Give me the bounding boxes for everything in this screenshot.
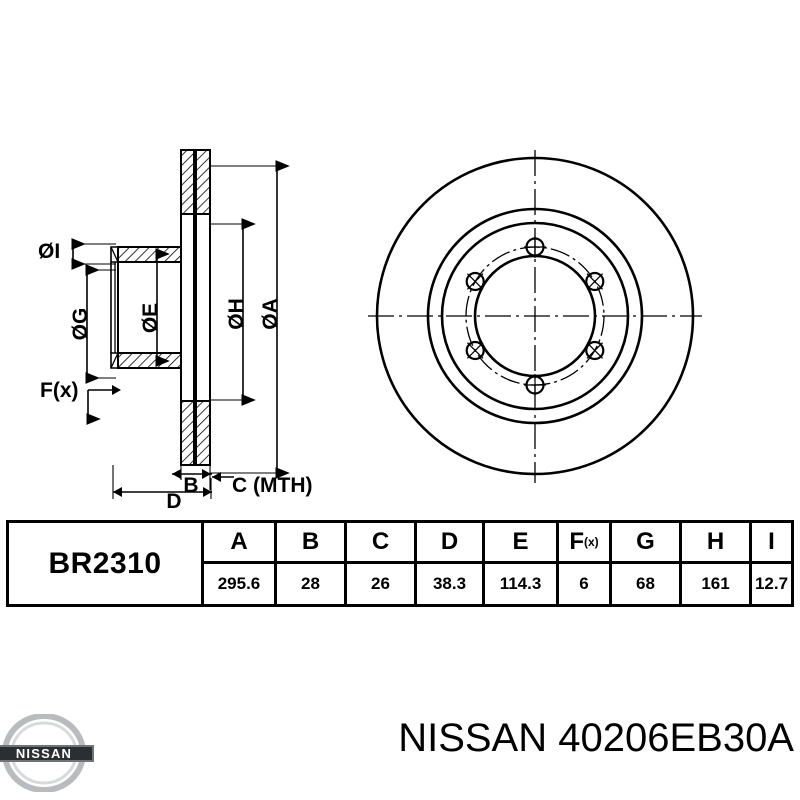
footer: NISSAN NISSAN 40206EB30A	[0, 700, 800, 800]
dimension-C: C (MTH)	[212, 472, 312, 497]
hub-hat-section	[110, 149, 195, 466]
bolt-holes	[465, 236, 605, 396]
nissan-logo: NISSAN	[0, 714, 94, 792]
header-fx-sub: (x)	[584, 534, 599, 549]
label-A: ØA	[259, 298, 282, 330]
table-value-row: 295.6 28 26 38.3 114.3 6 68 161 12.7	[201, 563, 791, 604]
value-cell-fx: 6	[556, 563, 609, 604]
front-face-view	[368, 150, 702, 483]
header-cell-g: G	[609, 523, 679, 564]
disc-outer-circle	[375, 156, 695, 476]
cross-section-view: ØI ØG ØE ØH	[38, 149, 312, 513]
header-cell-b: B	[274, 523, 344, 564]
dimension-G: ØG	[69, 264, 116, 384]
label-H: ØH	[225, 298, 248, 330]
disc-code: BR2310	[48, 546, 162, 580]
technical-drawing: ØI ØG ØE ØH	[38, 149, 702, 513]
bolt-hole	[585, 271, 605, 292]
nissan-logo-text: NISSAN	[16, 746, 72, 761]
label-I: ØI	[38, 240, 60, 263]
value-cell-b: 28	[274, 563, 344, 604]
dimension-H: ØH	[210, 218, 256, 406]
value-cell-c: 26	[344, 563, 414, 604]
header-cell-i: I	[749, 523, 791, 564]
value-cell-g: 68	[609, 563, 679, 604]
disc-hat-outer-circle	[440, 221, 630, 411]
header-cell-d: D	[414, 523, 482, 564]
bolt-hole	[585, 340, 605, 361]
header-fx-main: F	[569, 527, 584, 555]
table-code-cell: BR2310	[9, 523, 201, 604]
disc-friction-ring-circle	[426, 207, 644, 425]
rotor-cheek-outer	[195, 149, 211, 466]
header-cell-c: C	[344, 523, 414, 564]
dimension-Fx: F(x)	[40, 379, 121, 425]
bolt-hole	[524, 236, 546, 258]
dimension-D: D	[112, 465, 212, 513]
header-cell-fx: F(x)	[556, 523, 609, 564]
label-B: B	[183, 474, 198, 497]
value-cell-a: 295.6	[201, 563, 274, 604]
header-cell-a: A	[201, 523, 274, 564]
label-C: C (MTH)	[232, 474, 312, 497]
header-cell-e: E	[482, 523, 556, 564]
value-cell-e: 114.3	[482, 563, 556, 604]
spec-table: BR2310 A B C D E F(x) G H I 295.6 28 26 …	[6, 520, 794, 607]
dimension-I: ØI	[38, 238, 116, 270]
value-cell-h: 161	[679, 563, 749, 604]
table-grid: A B C D E F(x) G H I 295.6 28 26 38.3 11…	[201, 523, 791, 604]
bolt-hole	[465, 340, 485, 361]
label-D: D	[166, 490, 181, 513]
part-number-label: NISSAN 40206EB30A	[398, 716, 794, 760]
bolt-hole	[524, 374, 546, 396]
value-cell-d: 38.3	[414, 563, 482, 604]
label-E: ØE	[139, 303, 162, 333]
dimension-A: ØA	[210, 160, 290, 479]
bolt-hole	[465, 271, 485, 292]
table-header-row: A B C D E F(x) G H I	[201, 523, 791, 564]
centerlines	[368, 150, 702, 483]
value-cell-i: 12.7	[749, 563, 791, 604]
dimension-E: ØE	[139, 248, 170, 367]
header-cell-h: H	[679, 523, 749, 564]
label-G: ØG	[69, 308, 92, 341]
label-Fx: F(x)	[40, 379, 79, 402]
